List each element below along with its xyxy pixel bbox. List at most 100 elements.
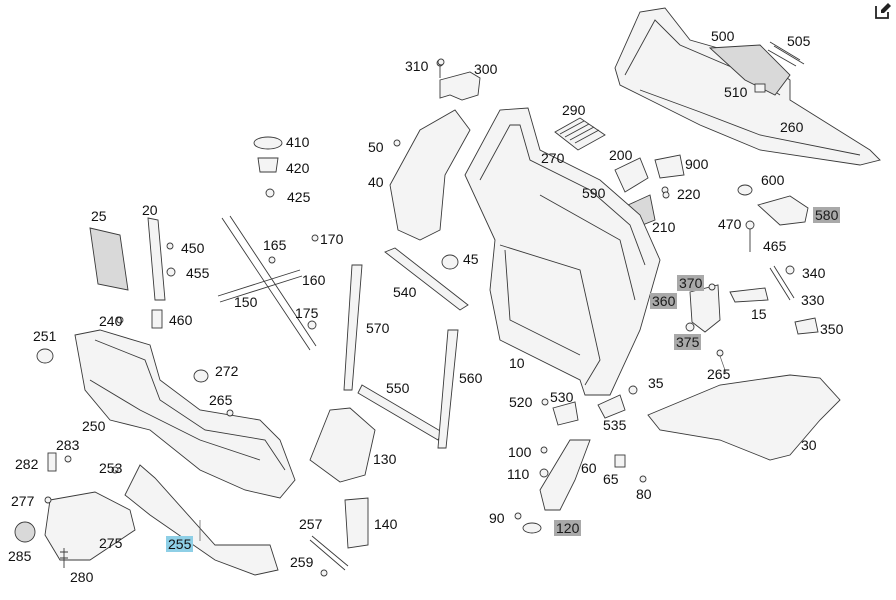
- part-label-259[interactable]: 259: [290, 554, 314, 570]
- part-label-175[interactable]: 175: [295, 305, 319, 321]
- part-label-900[interactable]: 900: [685, 156, 709, 172]
- part-label-425[interactable]: 425: [287, 189, 311, 205]
- air-duct-130-drawing: [309, 407, 376, 483]
- part-45-drawing: [441, 254, 459, 270]
- part-label-260[interactable]: 260: [780, 119, 804, 135]
- buffer-410-drawing: [253, 136, 283, 198]
- part-label-30[interactable]: 30: [801, 437, 817, 453]
- part-label-45[interactable]: 45: [463, 251, 479, 267]
- part-label-510[interactable]: 510: [724, 84, 748, 100]
- part-label-410[interactable]: 410: [286, 134, 310, 150]
- part-label-220[interactable]: 220: [677, 186, 701, 202]
- grille-290-drawing: [554, 117, 606, 151]
- part-285-drawing: [14, 521, 36, 543]
- bracket-20-drawing: [147, 217, 166, 301]
- part-label-300[interactable]: 300: [474, 61, 498, 77]
- part-label-165[interactable]: 165: [263, 237, 287, 253]
- part-label-200[interactable]: 200: [609, 147, 633, 163]
- seal-strip-560-drawing: [437, 329, 459, 449]
- part-label-110[interactable]: 110: [507, 466, 530, 482]
- edit-icon[interactable]: [874, 2, 894, 22]
- part-label-350[interactable]: 350: [820, 321, 844, 337]
- part-label-290[interactable]: 290: [562, 102, 586, 118]
- part-label-251[interactable]: 251: [33, 328, 57, 344]
- part-label-240[interactable]: 240: [99, 313, 123, 329]
- part-label-280[interactable]: 280: [70, 569, 94, 585]
- part-272-drawing: [193, 369, 209, 383]
- part-label-520[interactable]: 520: [509, 394, 533, 410]
- clip-505-drawing: [767, 41, 805, 67]
- part-label-277[interactable]: 277: [11, 493, 35, 509]
- part-65-drawing: [614, 454, 626, 468]
- part-label-470[interactable]: 470: [718, 216, 742, 232]
- part-label-210[interactable]: 210: [652, 219, 676, 235]
- part-label-50[interactable]: 50: [368, 139, 384, 155]
- part-label-275[interactable]: 275: [99, 535, 123, 551]
- part-label-120[interactable]: 120: [554, 520, 582, 536]
- part-label-340[interactable]: 340: [802, 265, 826, 281]
- part-label-265b[interactable]: 265: [707, 366, 731, 382]
- seal-strip-540-drawing: [384, 247, 469, 311]
- part-label-570[interactable]: 570: [366, 320, 390, 336]
- part-label-600[interactable]: 600: [761, 172, 785, 188]
- part-label-285[interactable]: 285: [8, 548, 32, 564]
- left-support-40-drawing: [389, 109, 471, 241]
- part-460-drawing: [151, 309, 163, 329]
- part-label-560[interactable]: 560: [459, 370, 483, 386]
- fasteners-drawing: [44, 58, 724, 577]
- part-label-455[interactable]: 455: [186, 265, 210, 281]
- part-label-505[interactable]: 505: [787, 33, 811, 49]
- part-label-140[interactable]: 140: [374, 516, 398, 532]
- part-label-420[interactable]: 420: [286, 160, 310, 176]
- part-label-250[interactable]: 250: [82, 418, 106, 434]
- bracket-60-drawing: [539, 439, 591, 511]
- part-label-25[interactable]: 25: [91, 208, 107, 224]
- part-label-370[interactable]: 370: [677, 275, 705, 291]
- part-label-272[interactable]: 272: [215, 363, 239, 379]
- bumper-carrier-250-drawing: [74, 329, 296, 499]
- bracket-360-drawing: [689, 284, 721, 333]
- part-label-580[interactable]: 580: [813, 207, 841, 223]
- part-label-150[interactable]: 150: [234, 294, 258, 310]
- part-label-90[interactable]: 90: [489, 510, 505, 526]
- part-label-40[interactable]: 40: [368, 174, 384, 190]
- part-label-500[interactable]: 500: [711, 28, 735, 44]
- part-label-360[interactable]: 360: [650, 293, 678, 309]
- plate-25-drawing: [89, 227, 129, 291]
- part-label-375[interactable]: 375: [674, 334, 702, 350]
- part-label-80[interactable]: 80: [636, 486, 652, 502]
- hose-535-drawing: [597, 394, 626, 419]
- part-label-35[interactable]: 35: [648, 375, 664, 391]
- part-label-65[interactable]: 65: [603, 471, 619, 487]
- part-label-540[interactable]: 540: [393, 284, 417, 300]
- part-label-310[interactable]: 310: [405, 58, 429, 74]
- part-label-60[interactable]: 60: [581, 460, 597, 476]
- part-label-330[interactable]: 330: [801, 292, 825, 308]
- part-label-130[interactable]: 130: [373, 451, 397, 467]
- part-label-15[interactable]: 15: [751, 306, 767, 322]
- part-label-282[interactable]: 282: [15, 456, 39, 472]
- part-label-10[interactable]: 10: [509, 355, 525, 371]
- part-label-270[interactable]: 270: [541, 150, 565, 166]
- part-label-460[interactable]: 460: [169, 312, 193, 328]
- part-label-530[interactable]: 530: [550, 389, 574, 405]
- part-label-170[interactable]: 170: [320, 231, 344, 247]
- nut-120-drawing: [522, 522, 542, 534]
- part-label-450[interactable]: 450: [181, 240, 205, 256]
- part-label-100[interactable]: 100: [508, 444, 532, 460]
- part-label-535[interactable]: 535: [603, 417, 627, 433]
- part-label-257[interactable]: 257: [299, 516, 323, 532]
- part-label-283[interactable]: 283: [56, 437, 80, 453]
- part-label-550[interactable]: 550: [386, 380, 410, 396]
- part-label-465[interactable]: 465: [763, 238, 787, 254]
- part-label-160[interactable]: 160: [302, 272, 326, 288]
- part-label-253[interactable]: 253: [99, 460, 123, 476]
- part-label-590[interactable]: 590: [582, 185, 606, 201]
- part-label-255[interactable]: 255: [166, 536, 194, 552]
- part-label-265a[interactable]: 265: [209, 392, 233, 408]
- part-label-20[interactable]: 20: [142, 202, 158, 218]
- seal-strip-570-drawing: [343, 264, 363, 391]
- bracket-140-drawing: [344, 497, 369, 549]
